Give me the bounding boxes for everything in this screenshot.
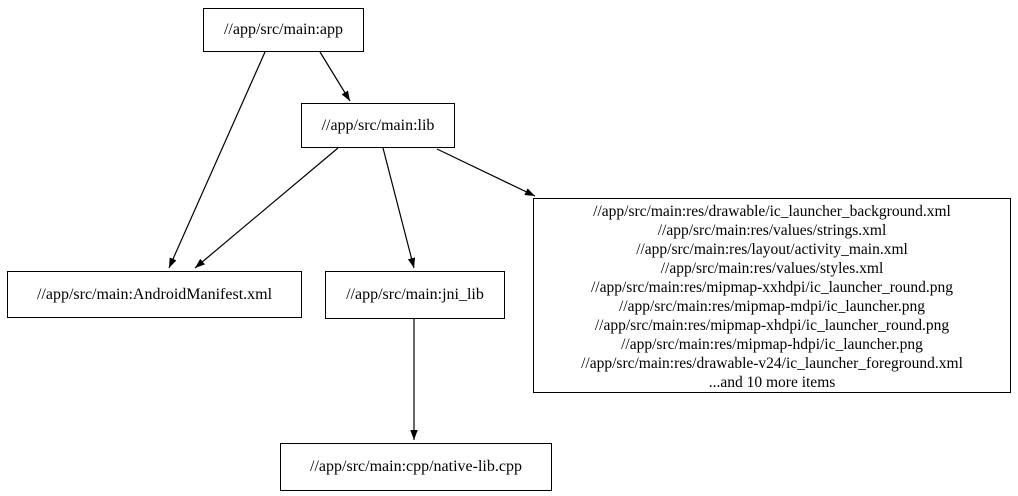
resource-item: //app/src/main:res/mipmap-xxhdpi/ic_laun… [590, 279, 953, 296]
node-app-target: //app/src/main:app [203, 8, 364, 52]
resource-item: //app/src/main:res/mipmap-hdpi/ic_launch… [621, 336, 923, 353]
node-jni-lib-label: //app/src/main:jni_lib [346, 286, 484, 303]
edge-lib-to-manifest [194, 147, 339, 269]
node-native-lib-cpp-label: //app/src/main:cpp/native-lib.cpp [310, 458, 522, 475]
edge-lib-to-resources [436, 148, 536, 197]
resource-more-items: ...and 10 more items [708, 374, 836, 391]
node-resources-group: //app/src/main:res/drawable/ic_launcher_… [533, 198, 1011, 393]
resource-item: //app/src/main:res/mipmap-mdpi/ic_launch… [618, 298, 926, 315]
edge-app-to-manifest [168, 51, 266, 269]
edge-app-to-lib [319, 51, 351, 102]
resource-item: //app/src/main:res/drawable-v24/ic_launc… [581, 355, 963, 372]
edge-lib-to-jni-lib [382, 147, 416, 269]
resource-item: //app/src/main:res/layout/activity_main.… [636, 241, 908, 258]
node-android-manifest-label: //app/src/main:AndroidManifest.xml [36, 285, 273, 303]
resource-item: //app/src/main:res/drawable/ic_launcher_… [593, 203, 951, 220]
node-app-label: //app/src/main:app [223, 21, 344, 38]
resource-item: //app/src/main:res/values/strings.xml [657, 222, 887, 239]
node-lib-target: //app/src/main:lib [301, 103, 455, 148]
resource-item: //app/src/main:res/mipmap-xhdpi/ic_launc… [594, 317, 950, 334]
node-android-manifest: //app/src/main:AndroidManifest.xml [7, 271, 302, 318]
node-lib-label: //app/src/main:lib [321, 116, 435, 134]
node-native-lib-cpp: //app/src/main:cpp/native-lib.cpp [280, 443, 552, 491]
resource-item: //app/src/main:res/values/styles.xml [660, 260, 884, 277]
node-jni-lib-target: //app/src/main:jni_lib [325, 271, 505, 319]
